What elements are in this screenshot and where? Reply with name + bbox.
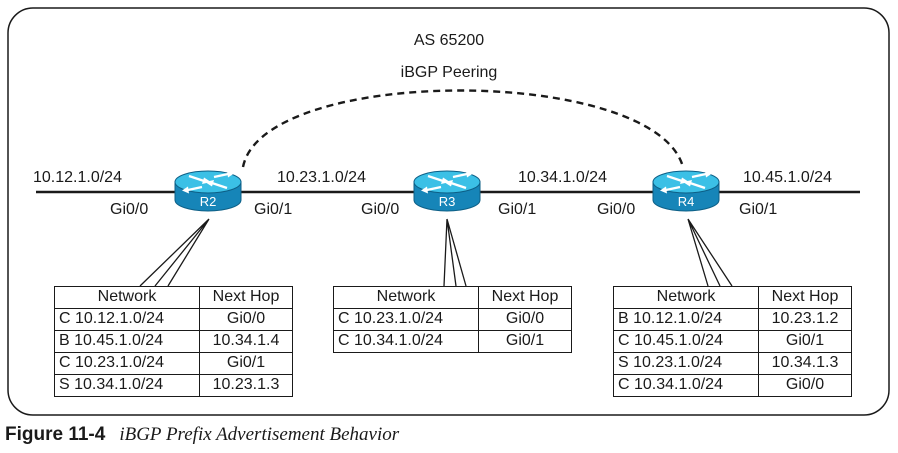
route-network: S 10.23.1.0/24 [613, 352, 759, 375]
as-label: AS 65200 [414, 32, 484, 49]
table-header-row: Network Next Hop [613, 286, 852, 309]
r4-right-interface: Gi0/1 [739, 201, 777, 218]
route-next-hop: Gi0/0 [199, 308, 293, 331]
route-next-hop: 10.23.1.2 [758, 308, 852, 331]
r3-routing-table: Network Next Hop C 10.23.1.0/24 Gi0/0 C … [333, 286, 572, 353]
table-row: S 10.23.1.0/24 10.34.1.3 [613, 352, 852, 375]
r3-right-interface: Gi0/1 [498, 201, 536, 218]
network-label-r2-r3: 10.23.1.0/24 [277, 169, 366, 186]
r4-routing-table: Network Next Hop B 10.12.1.0/24 10.23.1.… [613, 286, 852, 397]
r4-table-callout [687, 218, 733, 287]
r2-routing-table: Network Next Hop C 10.12.1.0/24 Gi0/0 B … [54, 286, 293, 397]
table-row: C 10.34.1.0/24 Gi0/1 [333, 330, 572, 353]
route-next-hop: Gi0/1 [478, 330, 572, 353]
r2-right-interface: Gi0/1 [254, 201, 292, 218]
router-r4[interactable]: R4 [651, 169, 721, 213]
router-label: R4 [678, 194, 695, 209]
router-label: R3 [439, 194, 456, 209]
table-row: B 10.45.1.0/24 10.34.1.4 [54, 330, 293, 353]
route-network: C 10.12.1.0/24 [54, 308, 200, 331]
r2-left-interface: Gi0/0 [110, 201, 148, 218]
route-next-hop: Gi0/1 [758, 330, 852, 353]
table-row: C 10.45.1.0/24 Gi0/1 [613, 330, 852, 353]
route-next-hop: Gi0/0 [478, 308, 572, 331]
route-network: S 10.34.1.0/24 [54, 374, 200, 397]
r4-left-interface: Gi0/0 [597, 201, 635, 218]
next-hop-column-header: Next Hop [199, 286, 293, 309]
peering-label: iBGP Peering [401, 64, 498, 81]
route-network: C 10.23.1.0/24 [333, 308, 479, 331]
route-network: C 10.34.1.0/24 [613, 374, 759, 397]
route-next-hop: 10.34.1.4 [199, 330, 293, 353]
router-r2[interactable]: R2 [173, 169, 243, 213]
next-hop-column-header: Next Hop [478, 286, 572, 309]
route-next-hop: Gi0/0 [758, 374, 852, 397]
table-row: C 10.23.1.0/24 Gi0/0 [333, 308, 572, 331]
as-boundary [7, 7, 890, 416]
route-network: C 10.45.1.0/24 [613, 330, 759, 353]
network-column-header: Network [333, 286, 479, 309]
table-row: C 10.23.1.0/24 Gi0/1 [54, 352, 293, 375]
r2-table-callout [139, 218, 210, 287]
route-network: B 10.45.1.0/24 [54, 330, 200, 353]
ibgp-peering-link [241, 89, 685, 168]
router-r3[interactable]: R3 [412, 169, 482, 213]
r3-table-callout [443, 218, 467, 287]
table-row: S 10.34.1.0/24 10.23.1.3 [54, 374, 293, 397]
table-row: C 10.34.1.0/24 Gi0/0 [613, 374, 852, 397]
table-row: B 10.12.1.0/24 10.23.1.2 [613, 308, 852, 331]
route-network: C 10.23.1.0/24 [54, 352, 200, 375]
network-column-header: Network [54, 286, 200, 309]
figure-caption: Figure 11-4 iBGP Prefix Advertisement Beh… [5, 424, 399, 446]
table-header-row: Network Next Hop [333, 286, 572, 309]
network-label-r3-r4: 10.34.1.0/24 [518, 169, 607, 186]
route-next-hop: 10.23.1.3 [199, 374, 293, 397]
table-header-row: Network Next Hop [54, 286, 293, 309]
router-label: R2 [200, 194, 217, 209]
route-network: C 10.34.1.0/24 [333, 330, 479, 353]
figure-title: iBGP Prefix Advertisement Behavior [119, 424, 400, 445]
table-row: C 10.12.1.0/24 Gi0/0 [54, 308, 293, 331]
network-label-right: 10.45.1.0/24 [743, 169, 832, 186]
route-network: B 10.12.1.0/24 [613, 308, 759, 331]
r3-left-interface: Gi0/0 [361, 201, 399, 218]
network-column-header: Network [613, 286, 759, 309]
next-hop-column-header: Next Hop [758, 286, 852, 309]
network-label-left: 10.12.1.0/24 [33, 169, 122, 186]
route-next-hop: 10.34.1.3 [758, 352, 852, 375]
figure-number: Figure 11-4 [5, 424, 106, 445]
route-next-hop: Gi0/1 [199, 352, 293, 375]
